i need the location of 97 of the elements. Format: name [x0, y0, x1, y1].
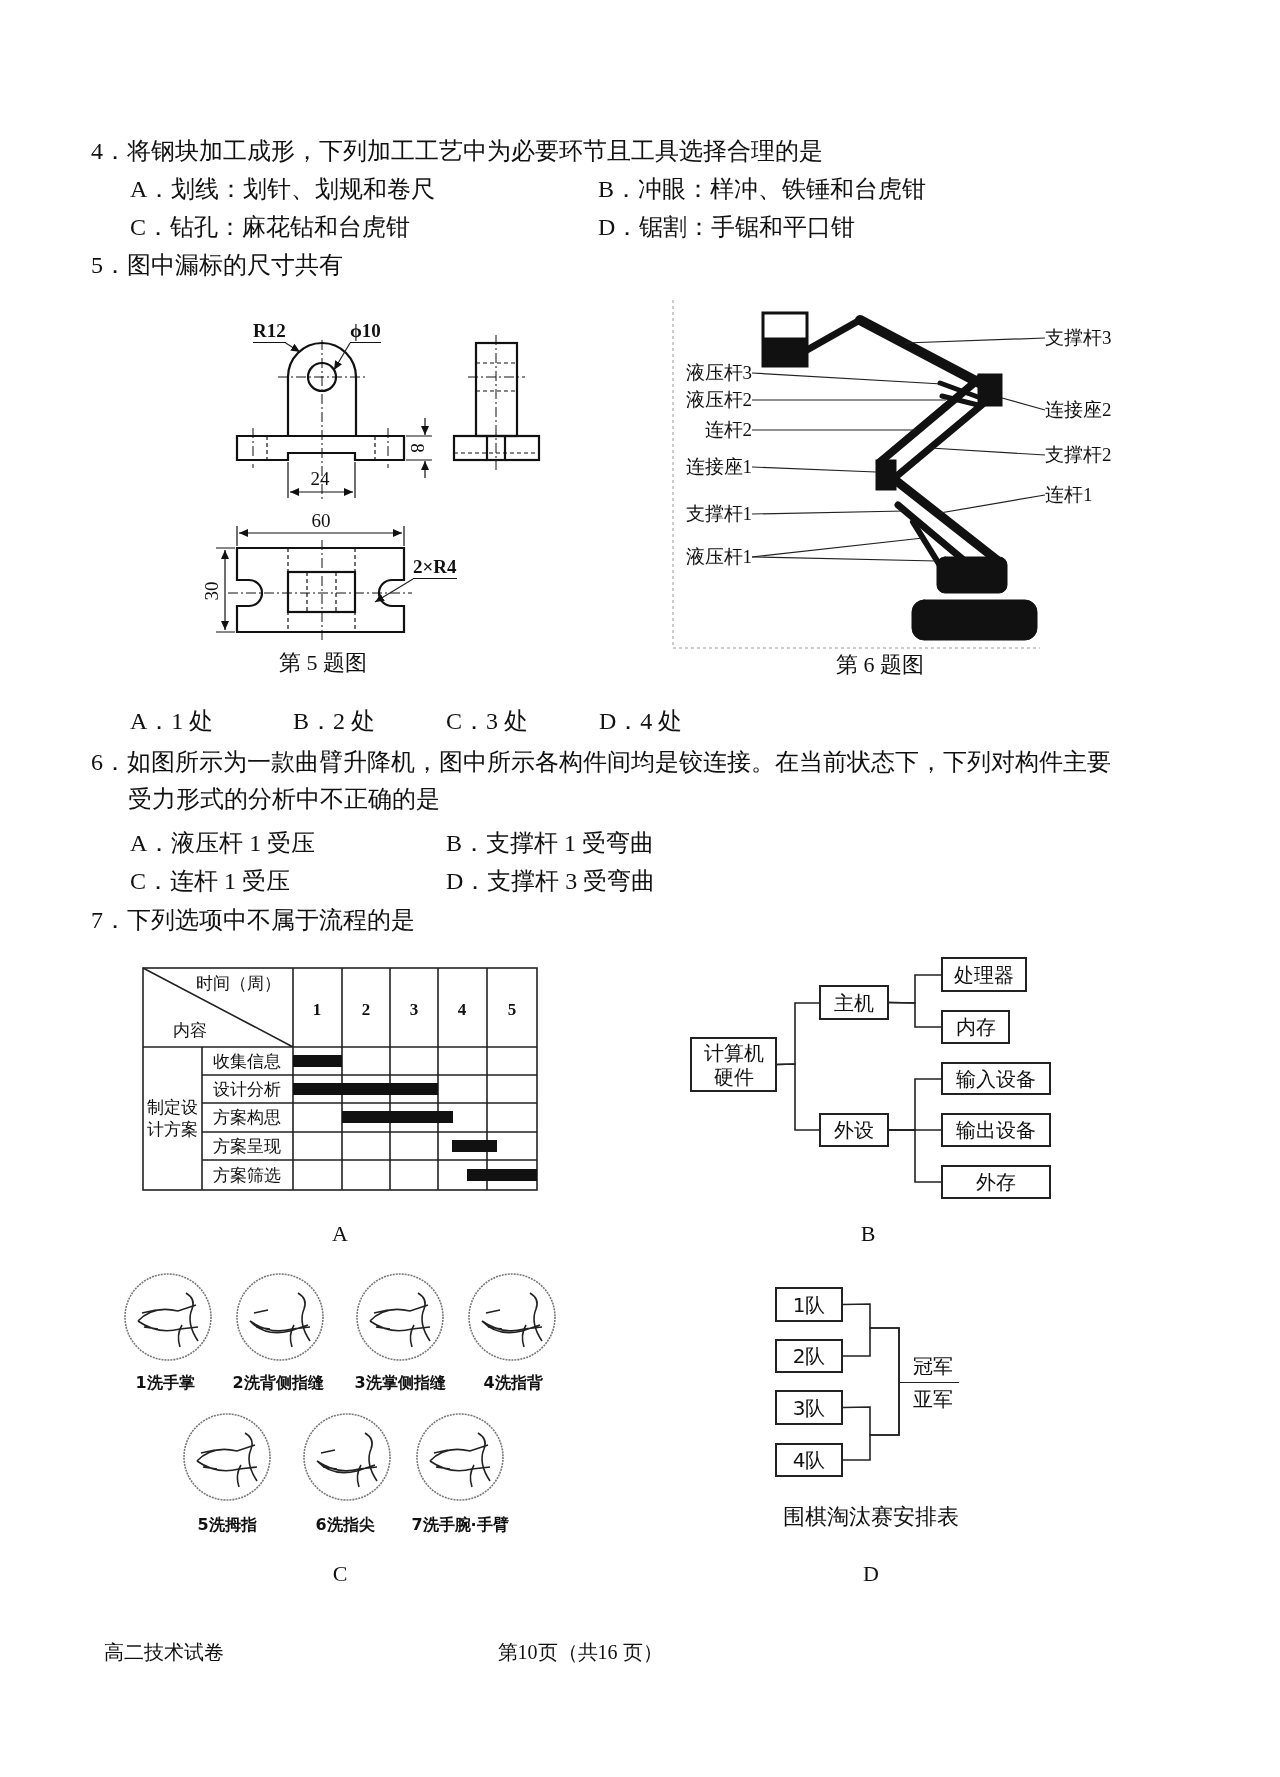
option-text: C．钻孔：麻花钻和台虎钳	[130, 213, 410, 242]
option-text: A．液压杆 1 受压	[130, 829, 316, 858]
flow-box: 处理器	[941, 957, 1027, 992]
dimension-label: 24	[310, 467, 330, 491]
flow-box: 外设	[819, 1113, 889, 1147]
part-label: 液压杆1	[685, 545, 752, 569]
step-label: 4洗指背	[483, 1373, 543, 1393]
option-text: D．4 处	[599, 707, 683, 736]
connector-line	[888, 1001, 942, 1028]
leader-line	[751, 429, 917, 431]
step-label: 6洗指尖	[315, 1515, 375, 1535]
leader-line	[751, 372, 943, 385]
option-letter: B	[860, 1220, 876, 1248]
option-text: A．划线：划针、划规和卷尺	[130, 175, 436, 204]
step-label: 5洗拇指	[197, 1515, 257, 1535]
column-header: 时间（周）	[195, 972, 281, 994]
step-label: 1洗手掌	[135, 1373, 195, 1393]
row-header: 内容	[173, 1019, 207, 1041]
task-label: 方案筛选	[213, 1164, 281, 1186]
flow-box: 输入设备	[941, 1062, 1051, 1095]
question-text: 4．将钢块加工成形，下列加工工艺中为必要环节且工具选择合理的是	[91, 137, 823, 166]
part-label: 液压杆2	[685, 388, 752, 412]
part-label: 连接座2	[1045, 398, 1112, 422]
connector-line	[842, 1382, 900, 1461]
leader-line	[751, 399, 947, 401]
task-label: 方案呈现	[213, 1135, 281, 1157]
leader-line	[929, 447, 1046, 456]
leader-line	[1001, 397, 1046, 411]
option-text: C．连杆 1 受压	[130, 867, 290, 896]
figure-caption: 第 5 题图	[279, 649, 367, 677]
page-number: 第10页（共16 页）	[497, 1640, 663, 1664]
flow-box: 4队	[775, 1443, 843, 1477]
leader-line	[374, 578, 414, 603]
leader-line	[333, 342, 351, 371]
week-number: 4	[457, 999, 467, 1021]
flow-box: 3队	[775, 1390, 843, 1425]
leader-line	[751, 510, 906, 515]
dimension-label: 8	[406, 443, 429, 453]
result-label: 亚军	[912, 1387, 954, 1412]
flow-box: 主机	[819, 985, 889, 1020]
task-label: 收集信息	[213, 1050, 281, 1072]
question-text: 6．如图所示为一款曲臂升降机，图中所示各构件间均是铰连接。在当前状态下，下列对构件主要受力形式的分析中不正确的是	[91, 748, 1112, 814]
stage-label: 制定设计方案	[145, 1095, 199, 1141]
leader-line	[751, 466, 877, 473]
question-text: 7．下列选项中不属于流程的是	[91, 906, 415, 935]
result-label: 冠军	[912, 1354, 954, 1379]
week-number: 2	[361, 999, 371, 1021]
leader-line	[285, 342, 301, 353]
dimension-label: R12	[253, 320, 286, 343]
top-view-drawing	[227, 539, 413, 641]
task-label: 方案构思	[213, 1106, 281, 1128]
footer-text: 高二技术试卷	[104, 1640, 224, 1664]
part-label: 液压杆3	[685, 361, 752, 385]
part-label: 连接座1	[685, 455, 752, 479]
option-letter: C	[332, 1560, 348, 1588]
figure-caption: 第 6 题图	[836, 651, 924, 679]
leader-line	[751, 556, 938, 562]
option-letter: D	[863, 1560, 879, 1588]
part-label: 支撑杆1	[685, 502, 752, 526]
dimension-label: 2×R4	[413, 556, 457, 579]
option-letter: A	[332, 1220, 348, 1248]
option-text: B．冲眼：样冲、铁锤和台虎钳	[598, 175, 926, 204]
option-text: C．3 处	[446, 707, 528, 736]
flow-box: 外存	[941, 1165, 1051, 1199]
leader-line	[904, 337, 1046, 344]
flow-box: 内存	[941, 1010, 1010, 1044]
task-label: 设计分析	[213, 1078, 281, 1100]
week-number: 3	[409, 999, 419, 1021]
dimension-label: 60	[311, 509, 331, 533]
question-text: 5．图中漏标的尺寸共有	[91, 251, 343, 280]
connector-line	[888, 1129, 942, 1183]
flow-box: 计算机硬件	[690, 1037, 777, 1092]
connector-line	[842, 1327, 900, 1384]
week-number: 5	[507, 999, 517, 1021]
part-label: 支撑杆2	[1045, 443, 1112, 467]
option-text: D．支撑杆 3 受弯曲	[446, 867, 656, 896]
week-number: 1	[312, 999, 322, 1021]
boom-lift-drawing	[761, 311, 1038, 641]
leader-line	[939, 494, 1046, 514]
option-text: B．支撑杆 1 受弯曲	[446, 829, 654, 858]
dimension-label: 30	[200, 581, 223, 601]
option-text: A．1 处	[130, 707, 214, 736]
connector-line	[776, 1063, 820, 1131]
step-label: 7洗手腕·手臂	[411, 1515, 509, 1535]
part-label: 连杆2	[704, 418, 752, 442]
part-label: 支撑杆3	[1045, 326, 1112, 350]
step-label: 3洗掌侧指缝	[354, 1373, 446, 1393]
step-label: 2洗背侧指缝	[232, 1373, 324, 1393]
dimension-label: ϕ10	[350, 320, 381, 343]
option-text: D．锯割：手锯和平口钳	[598, 213, 856, 242]
option-text: B．2 处	[293, 707, 375, 736]
figure-caption: 围棋淘汰赛安排表	[783, 1503, 959, 1531]
flow-box: 2队	[775, 1339, 843, 1373]
part-label: 连杆1	[1045, 483, 1093, 507]
flow-box: 1队	[775, 1287, 843, 1322]
front-view-drawing	[235, 339, 406, 501]
flow-box: 输出设备	[941, 1113, 1051, 1147]
